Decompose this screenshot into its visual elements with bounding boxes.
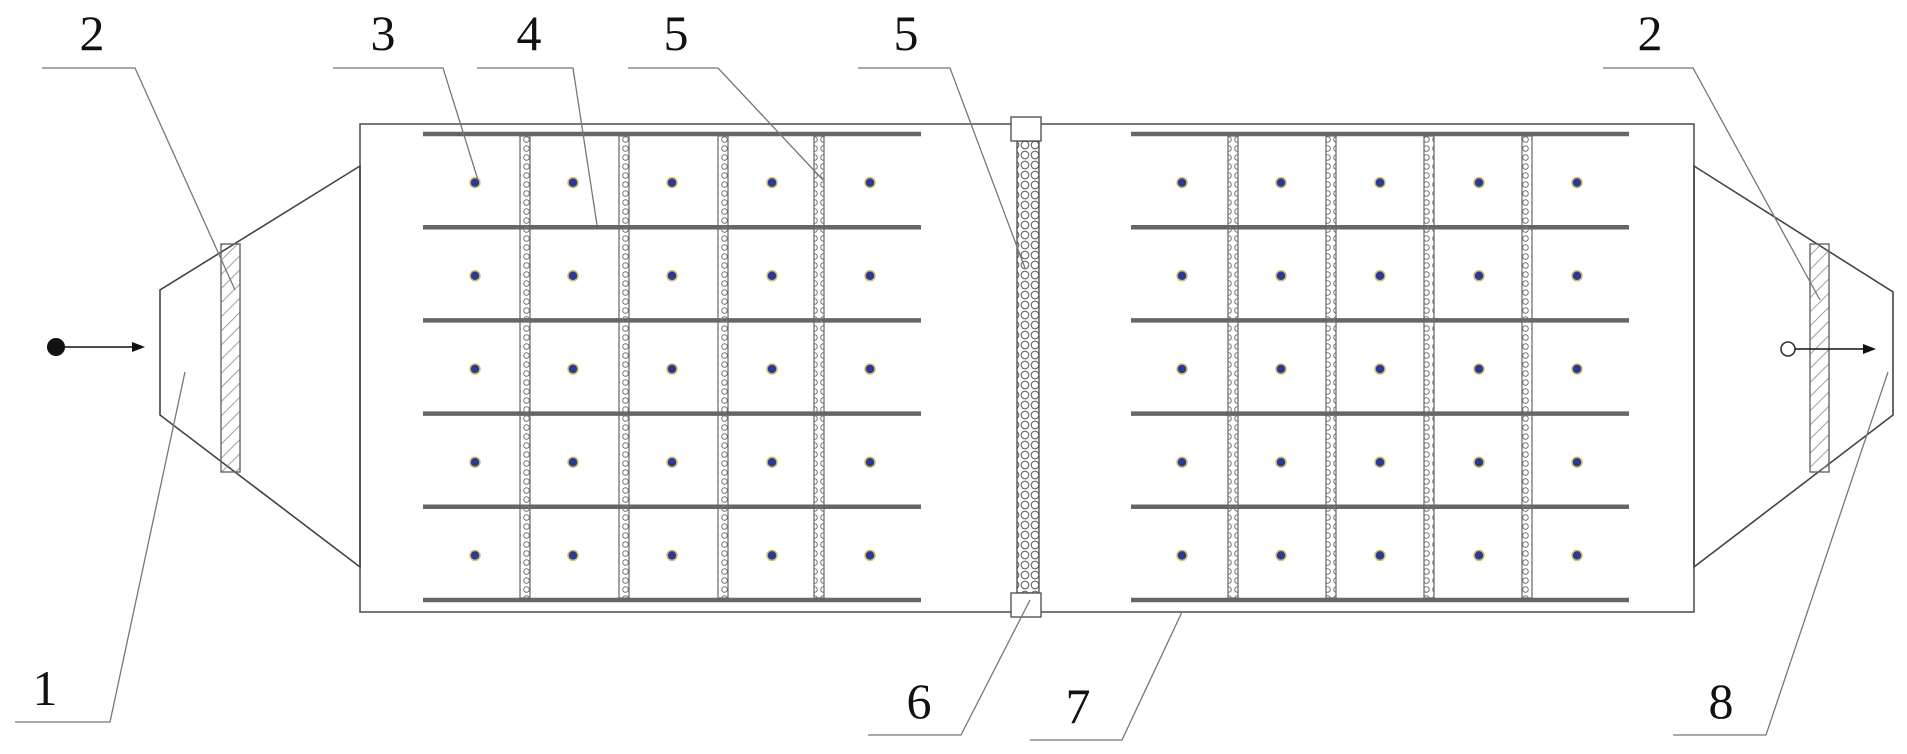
- emitter-dot: [1473, 549, 1485, 562]
- leader-6: [868, 599, 1031, 736]
- callout-2-left: 2: [80, 5, 105, 61]
- central-column-top-cap: [1010, 116, 1042, 142]
- leader-4: [477, 67, 598, 226]
- emitter-dot: [1275, 456, 1287, 468]
- emitter-dot: [1275, 549, 1287, 562]
- emitter-dot: [1176, 176, 1188, 189]
- callout-5-center: 5: [894, 5, 919, 61]
- emitter-dot: [1176, 270, 1188, 282]
- emitter-dot: [766, 270, 778, 282]
- emitter-dot: [1275, 363, 1287, 375]
- emitter-dot: [469, 549, 481, 562]
- outlet-flow-arrow: [1780, 341, 1876, 357]
- leader-lines: [15, 67, 1889, 741]
- emitter-dot: [1374, 270, 1386, 282]
- emitter-dot: [666, 270, 678, 282]
- emitter-dot: [666, 176, 678, 189]
- bead-strip: [618, 135, 630, 599]
- outlet-filter: [1809, 243, 1830, 473]
- emitter-dot: [1374, 363, 1386, 375]
- emitter-dot: [469, 456, 481, 468]
- emitter-dot: [469, 270, 481, 282]
- bead-strip: [1227, 135, 1239, 599]
- emitter-dot: [1176, 363, 1188, 375]
- leader-1: [15, 371, 186, 723]
- emitter-dot: [864, 270, 876, 282]
- outlet-hood: [1693, 164, 1894, 569]
- emitter-dot: [567, 363, 579, 375]
- emitter-dot: [469, 176, 481, 189]
- bead-strip: [813, 135, 825, 599]
- inlet-filter: [220, 243, 241, 473]
- callout-4: 4: [517, 5, 542, 61]
- emitter-dot: [1275, 176, 1287, 189]
- leader-2-left: [42, 67, 236, 291]
- emitter-dot: [766, 456, 778, 468]
- emitter-dot: [864, 363, 876, 375]
- emitter-dot: [1176, 549, 1188, 562]
- left-reaction-section: [423, 131, 921, 603]
- emitter-dot: [469, 363, 481, 375]
- emitter-dot: [1571, 270, 1583, 282]
- central-column-bottom-cap: [1010, 592, 1042, 618]
- emitter-dot: [1374, 176, 1386, 189]
- emitter-dot: [1374, 549, 1386, 562]
- leader-5-center: [858, 67, 1026, 269]
- emitter-dot: [864, 549, 876, 562]
- callout-2-right: 2: [1638, 5, 1663, 61]
- emitter-dot: [567, 176, 579, 189]
- callout-1: 1: [33, 660, 58, 716]
- emitter-dot: [1374, 456, 1386, 468]
- emitter-dot: [1571, 363, 1583, 375]
- inlet-flow-arrow: [47, 338, 145, 356]
- leader-5-left: [628, 67, 824, 181]
- emitter-dot: [1571, 176, 1583, 189]
- emitter-dot: [1275, 270, 1287, 282]
- inlet-hood: [159, 164, 361, 569]
- emitter-dot: [766, 549, 778, 562]
- leader-7: [1030, 611, 1183, 741]
- emitter-dot: [666, 549, 678, 562]
- callout-3: 3: [371, 5, 396, 61]
- callout-7: 7: [1066, 678, 1091, 734]
- emitter-dot: [666, 363, 678, 375]
- emitter-dot: [1473, 270, 1485, 282]
- emitter-dot: [766, 176, 778, 189]
- bead-strip: [519, 135, 531, 599]
- bead-strip: [1325, 135, 1337, 599]
- right-reaction-section: [1131, 131, 1629, 603]
- emitter-dot: [766, 363, 778, 375]
- bead-strip: [1521, 135, 1533, 599]
- emitter-dot: [864, 176, 876, 189]
- callout-5-left: 5: [664, 5, 689, 61]
- emitter-dot: [1473, 456, 1485, 468]
- emitter-dot: [666, 456, 678, 468]
- emitter-dot: [567, 456, 579, 468]
- bead-strip: [1423, 135, 1435, 599]
- leader-3: [333, 67, 479, 181]
- emitter-dot: [567, 270, 579, 282]
- emitter-dot: [1473, 176, 1485, 189]
- emitter-dot: [1176, 456, 1188, 468]
- callout-8: 8: [1709, 673, 1734, 729]
- emitter-dot: [864, 456, 876, 468]
- leader-2-right: [1603, 67, 1821, 301]
- bead-strip: [717, 135, 729, 599]
- emitter-dot: [1571, 456, 1583, 468]
- callout-6: 6: [907, 673, 932, 729]
- emitter-dot: [1473, 363, 1485, 375]
- leader-8: [1673, 371, 1889, 736]
- central-bead-column: [1016, 140, 1040, 594]
- emitter-dot: [1571, 549, 1583, 562]
- emitter-dot: [567, 549, 579, 562]
